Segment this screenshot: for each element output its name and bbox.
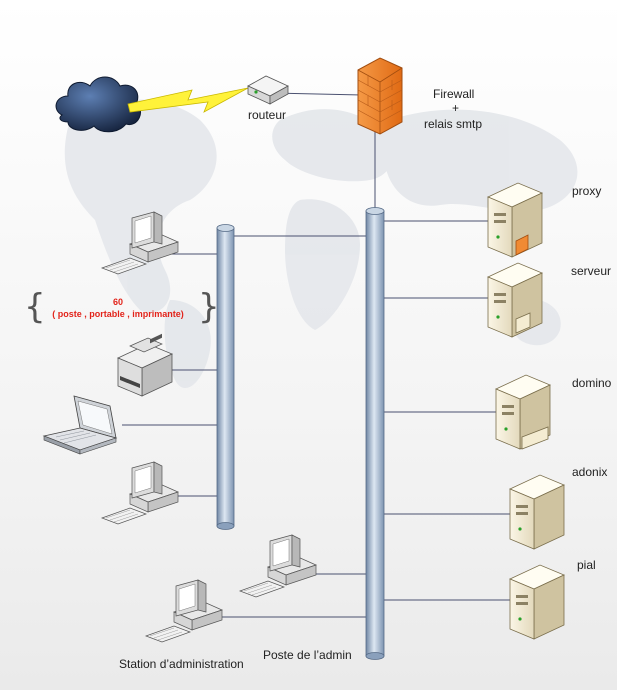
lightning-icon bbox=[127, 87, 249, 113]
admin-station-label: Station d’administration bbox=[119, 657, 244, 671]
laptop-icon bbox=[42, 395, 118, 455]
firewall-icon bbox=[357, 57, 403, 135]
server-serveur-icon bbox=[487, 262, 543, 338]
server-label-proxy: proxy bbox=[572, 184, 602, 198]
world-map-background bbox=[64, 99, 578, 389]
brace-left: { bbox=[24, 287, 46, 327]
router-label: routeur bbox=[248, 108, 287, 122]
server-proxy-icon bbox=[487, 182, 543, 258]
device-count-note: 60 ( poste , portable , imprimante) bbox=[38, 296, 198, 320]
lan-bus-main bbox=[365, 207, 385, 660]
workstation-icon bbox=[100, 461, 179, 525]
server-label-adonix: adonix bbox=[572, 465, 608, 479]
workstation-icon bbox=[238, 534, 317, 598]
brace-right: } bbox=[198, 287, 220, 327]
server-label-domino: domino bbox=[572, 376, 612, 390]
lan-bus-left bbox=[216, 224, 235, 530]
server-label-pial: pial bbox=[577, 558, 596, 572]
server-label-serveur: serveur bbox=[571, 264, 612, 278]
device-count-detail: ( poste , portable , imprimante) bbox=[52, 309, 184, 319]
workstation-icon bbox=[100, 211, 179, 275]
workstation-icon bbox=[144, 579, 223, 643]
printer-icon bbox=[117, 333, 173, 397]
admin-post-label: Poste de l’admin bbox=[263, 648, 352, 662]
firewall-label-line1: Firewall bbox=[433, 87, 475, 101]
server-adonix-icon bbox=[509, 474, 565, 550]
device-count-value: 60 bbox=[112, 297, 123, 307]
firewall-label-line3: relais smtp bbox=[424, 117, 483, 131]
server-pial-icon bbox=[509, 564, 565, 640]
router-icon bbox=[247, 75, 289, 105]
server-domino-icon bbox=[495, 374, 551, 450]
firewall-label-line2: + bbox=[452, 101, 460, 115]
